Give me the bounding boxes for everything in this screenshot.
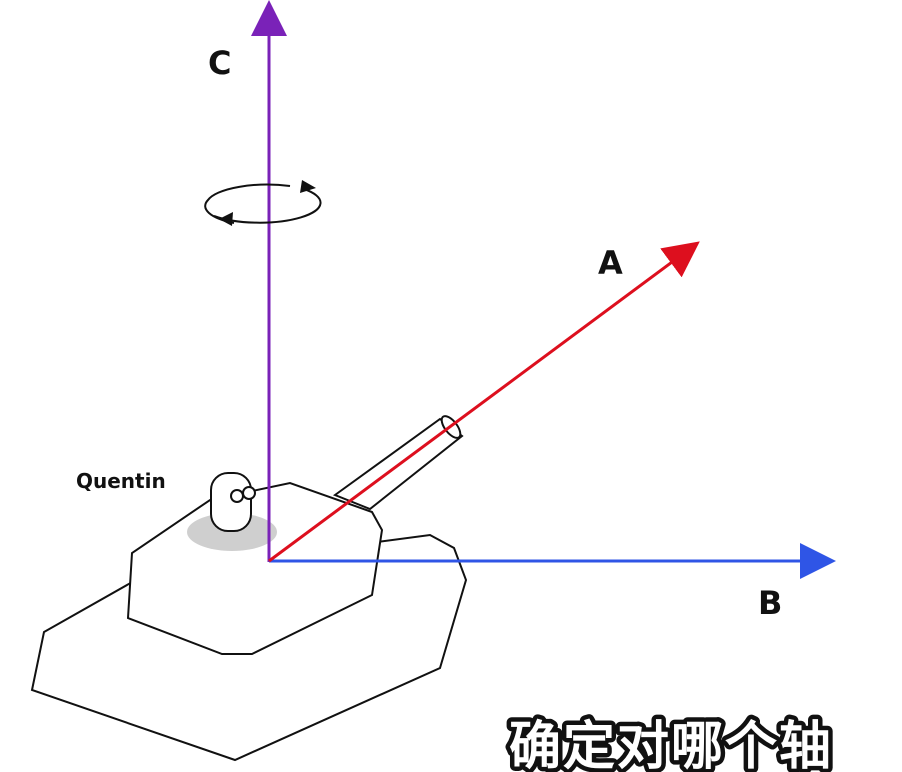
tank-cannon: [332, 415, 464, 511]
quentin-figure-icon: [210, 472, 256, 532]
axis-c-label: C: [208, 44, 231, 82]
axis-a-arrow: [268, 241, 700, 563]
axis-b-label: B: [758, 584, 782, 622]
subtitle-text: 确定对哪个轴: [509, 717, 833, 772]
rotation-arrows-icon: [204, 180, 322, 226]
axis-a-label: A: [598, 244, 623, 282]
character-label: Quentin: [76, 469, 166, 493]
